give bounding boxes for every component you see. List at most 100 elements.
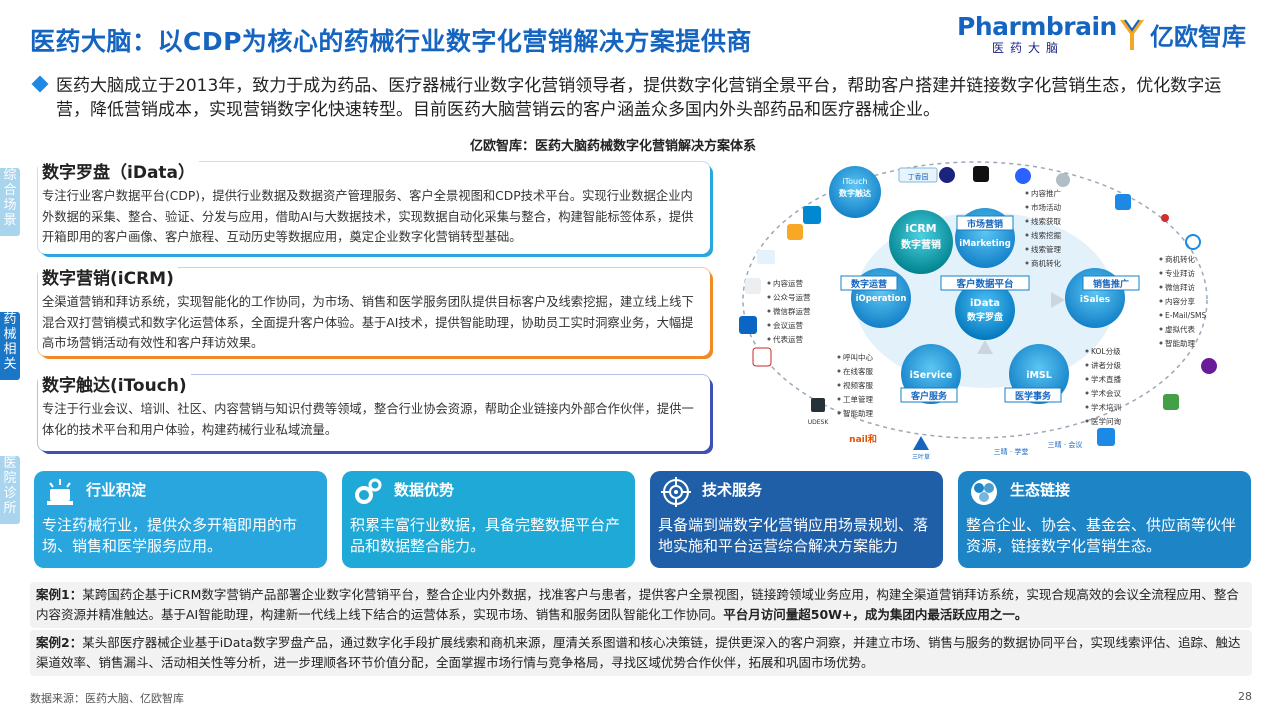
feature-body: 整合企业、协会、基金会、供应商等伙伴资源，链接数字化营销生态。 xyxy=(966,516,1237,555)
list-item: 市场活动 xyxy=(1031,202,1061,212)
yiou-mark-icon xyxy=(1120,18,1144,50)
list-item: 学术会议 xyxy=(1091,388,1121,398)
iservice-en: iService xyxy=(910,370,953,381)
list-item: 公众号运营 xyxy=(773,292,811,302)
list-bullet xyxy=(1025,247,1029,251)
list-item: 微信群运营 xyxy=(773,306,811,316)
partner-logo-icon xyxy=(757,250,775,264)
partner-label: UDESK xyxy=(808,419,830,426)
list-bullet xyxy=(767,295,771,299)
list-bullet xyxy=(1025,205,1029,209)
iservice-tag xyxy=(900,387,958,403)
cdp-label: 客户数据平台 xyxy=(955,278,1014,290)
list-item: 内容分享 xyxy=(1165,296,1195,306)
outer-ring xyxy=(742,161,1208,439)
partner-logo-icon xyxy=(1015,168,1031,184)
case-text: 某头部医疗器械企业基于iData数字罗盘产品，通过数字化手段扩展线索和商机来源，… xyxy=(36,635,1241,670)
feature-title: 生态链接 xyxy=(1010,481,1071,499)
partner-logo-icon xyxy=(1056,173,1070,187)
list-item: 学术培训 xyxy=(1091,402,1121,412)
ioperation-tag-label: 数字运营 xyxy=(851,278,887,290)
list-item: 内容运营 xyxy=(773,278,803,288)
side-tab-pharma[interactable]: 药械相关 xyxy=(0,312,20,380)
partner-logo-icon xyxy=(752,347,772,367)
feature-title: 行业积淀 xyxy=(86,481,147,499)
case-1: 案例1：某跨国药企基于iCRM数字营销产品部署企业数字化营销平台，整合企业内外数… xyxy=(30,582,1252,628)
list-bullet xyxy=(837,369,841,373)
product-body-itouch: 专注于行业会议、培训、社区、内容营销与知识付费等领域，整合行业协会资源，帮助企业… xyxy=(42,402,694,437)
partner-logo-icon xyxy=(898,167,938,183)
pharmbrain-logo-en: Pharmbrain xyxy=(957,12,1117,41)
partner-logo-icon xyxy=(811,398,825,412)
yiou-logo-text: 亿欧智库 xyxy=(1150,23,1246,51)
feature-card-tech: 技术服务 具备端到端数字化营销应用场景规划、落地实施和平台运营综合解决方案能力 xyxy=(650,471,943,568)
list-item: 智能助理 xyxy=(1165,338,1195,348)
list-item: 呼叫中心 xyxy=(843,352,873,362)
list-item: 内容推广 xyxy=(1031,188,1061,198)
page-title: 医药大脑：以CDP为核心的药械行业数字化营销解决方案提供商 xyxy=(30,27,752,56)
partner-logo-icon xyxy=(939,167,955,183)
list-bullet xyxy=(767,337,771,341)
side-tab-hospital[interactable]: 医院诊所 xyxy=(0,456,20,524)
imarketing-en: iMarketing xyxy=(959,239,1011,249)
flow-arrow xyxy=(1051,292,1065,308)
gears-icon xyxy=(355,478,382,504)
product-title-itouch: 数字触达(iTouch) xyxy=(38,371,191,396)
list-item: 微信拜访 xyxy=(1165,282,1195,292)
list-bullet xyxy=(1085,419,1089,423)
list-bullet xyxy=(767,309,771,313)
isales-tag-label: 销售推广 xyxy=(1093,278,1129,290)
list-bullet xyxy=(837,355,841,359)
list-bullet xyxy=(1025,233,1029,237)
intro-text: 医药大脑成立于2013年，致力于成为药品、医疗器械行业数字化营销领导者，提供数字… xyxy=(56,76,1222,120)
intro-paragraph: 医药大脑成立于2013年，致力于成为药品、医疗器械行业数字化营销领导者，提供数字… xyxy=(31,74,1246,122)
list-bullet xyxy=(1085,391,1089,395)
partner-logo-icon xyxy=(803,206,821,224)
imarketing-tag xyxy=(956,215,1014,231)
cdp-tag xyxy=(940,275,1030,291)
list-item: 线索管理 xyxy=(1031,244,1061,254)
list-item: 讲者分级 xyxy=(1091,360,1121,370)
flow-arrow xyxy=(977,340,993,354)
product-card-idata: 数字罗盘（iData） 专注行业客户数据平台(CDP)，提供行业数据及数据资产管… xyxy=(38,158,710,254)
list-item: 会议运营 xyxy=(773,320,803,330)
imarketing-tag-label: 市场营销 xyxy=(967,218,1003,230)
diagram-title: 亿欧智库：医药大脑药械数字化营销解决方案体系 xyxy=(470,139,757,154)
imsl-en: iMSL xyxy=(1026,370,1052,381)
partner-label: 三晴 · 会议 xyxy=(1048,440,1083,449)
side-tab-general[interactable]: 综合场景 xyxy=(0,168,20,236)
imsl-tag-label: 医学事务 xyxy=(1015,390,1052,402)
feature-body: 积累丰富行业数据，具备完整数据平台产品和数据整合能力。 xyxy=(350,516,621,555)
list-bullet xyxy=(1159,285,1163,289)
network-icon xyxy=(971,479,997,505)
partner-logo-icon xyxy=(1201,358,1217,374)
case-highlight: 平台月访问量超50W+，成为集团内最活跃应用之一。 xyxy=(723,607,1028,622)
partner-logo-icon xyxy=(745,278,761,294)
product-card-icrm: 数字营销(iCRM) 全渠道营销和拜访系统，实现智能化的工作协同，为市场、销售和… xyxy=(38,264,710,356)
idata-en: iData xyxy=(970,298,1000,309)
list-bullet xyxy=(1025,191,1029,195)
list-bullet xyxy=(837,383,841,387)
list-item: 代表运营 xyxy=(773,334,803,344)
list-bullet xyxy=(1025,219,1029,223)
list-bullet xyxy=(1085,349,1089,353)
list-bullet xyxy=(1159,327,1163,331)
linkedin-icon xyxy=(739,316,757,334)
list-item: 医学问询 xyxy=(1091,416,1121,426)
iservice-tag-label: 客户服务 xyxy=(910,390,948,402)
list-bullet xyxy=(1159,313,1163,317)
list-bullet xyxy=(1159,271,1163,275)
list-item: KOL分级 xyxy=(1091,346,1121,356)
partner-icons: 丁香园 三晴 · 会议 三晴 · 学堂 三叶草 nail和 UDESK xyxy=(739,166,1217,461)
list-item: 商机转化 xyxy=(1165,254,1195,264)
feature-card-industry: 行业积淀 专注药械行业，提供众多开箱即用的市场、销售和医学服务应用。 xyxy=(34,471,327,568)
list-bullet xyxy=(1085,377,1089,381)
list-item: 线索挖掘 xyxy=(1031,230,1061,240)
list-item: 智能助理 xyxy=(843,408,873,418)
partner-label: 丁香园 xyxy=(908,172,929,181)
page-number: 28 xyxy=(1238,690,1252,703)
partner-logo-icon xyxy=(1161,214,1169,222)
